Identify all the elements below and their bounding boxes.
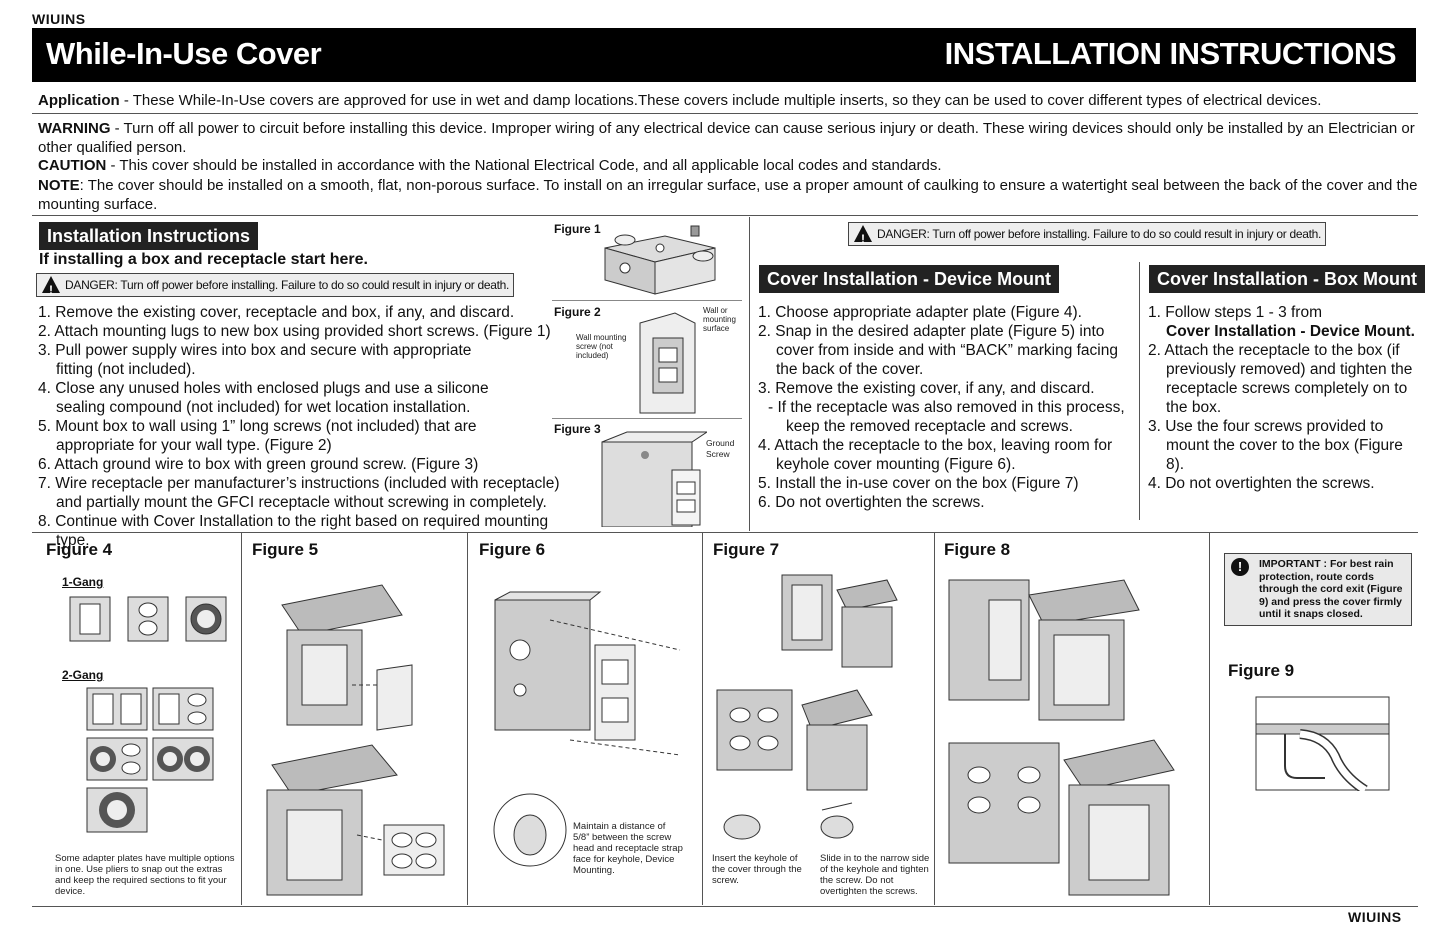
- install-subheading: If installing a box and receptacle start…: [39, 251, 368, 268]
- note-paragraph: NOTE: The cover should be installed on a…: [38, 176, 1418, 214]
- two-gang-label: 2-Gang: [62, 668, 104, 682]
- figure-4-note: Some adapter plates have multiple option…: [55, 853, 235, 897]
- figure-2-wall-mount-illustration: [639, 312, 696, 414]
- caution-text: - This cover should be installed in acco…: [106, 157, 942, 174]
- list-item: 5. Install the in-use cover on the box (…: [758, 475, 1079, 492]
- divider: [552, 300, 742, 301]
- caution-label: CAUTION: [38, 157, 107, 174]
- list-item: 6. Attach ground wire to box with green …: [38, 456, 479, 473]
- box-mount-heading: Cover Installation - Box Mount: [1149, 265, 1426, 293]
- warning-triangle-icon: [854, 225, 872, 250]
- danger-text: DANGER: Turn off power before installing…: [65, 278, 510, 292]
- figure-3-ground-label: Ground Screw: [706, 438, 735, 459]
- divider: [32, 532, 1418, 533]
- brand-logo-bottom: WIUINS: [1348, 909, 1402, 925]
- list-item: 6. Do not overtighten the screws.: [758, 494, 985, 511]
- brand-logo-top: WIUINS: [32, 11, 86, 27]
- figure-3-label: Figure 3: [554, 422, 601, 436]
- divider: [552, 418, 742, 419]
- divider: [702, 533, 703, 905]
- box-step-1-bold: Cover Installation - Device Mount.: [1166, 323, 1415, 340]
- list-item: 4. Attach the receptacle to the box, lea…: [758, 437, 1113, 473]
- divider: [934, 533, 935, 905]
- figure-2-screw-label: Wall mounting screw (not included): [576, 333, 627, 360]
- list-item: 1. Choose appropriate adapter plate (Fig…: [758, 304, 1082, 321]
- figure-6-receptacle-illustration: [493, 591, 681, 867]
- figure-1-label: Figure 1: [554, 222, 601, 236]
- danger-notice: DANGER: Turn off power before installing…: [36, 273, 515, 301]
- figure-2-label: Figure 2: [554, 305, 601, 319]
- divider: [749, 217, 750, 531]
- divider: [32, 906, 1418, 907]
- divider: [1209, 533, 1210, 905]
- list-item: 3. Pull power supply wires into box and …: [38, 342, 472, 378]
- document-title: INSTALLATION INSTRUCTIONS: [944, 36, 1397, 71]
- list-item: 4. Close any unused holes with enclosed …: [38, 380, 489, 416]
- note-text: : The cover should be installed on a smo…: [38, 177, 1418, 213]
- figure-3-ground-illustration: [601, 431, 707, 527]
- list-item: 2. Snap in the desired adapter plate (Fi…: [758, 323, 1118, 378]
- list-item: 7. Wire receptacle per manufacturer’s in…: [38, 475, 560, 511]
- figure-8-label: Figure 8: [944, 540, 1011, 559]
- divider: [467, 533, 468, 905]
- divider: [32, 215, 1418, 216]
- warning-paragraph: WARNING - Turn off all power to circuit …: [38, 119, 1418, 157]
- caution-paragraph: CAUTION - This cover should be installed…: [38, 156, 1418, 175]
- figure-7-label: Figure 7: [713, 540, 780, 559]
- list-item: - If the receptacle was also removed in …: [768, 399, 1125, 435]
- title-bar: While-In-Use Cover INSTALLATION INSTRUCT…: [32, 28, 1416, 82]
- warning-text: - Turn off all power to circuit before i…: [38, 120, 1415, 156]
- figure-9-label: Figure 9: [1228, 661, 1295, 680]
- important-notice: ! IMPORTANT : For best rain protection, …: [1224, 553, 1412, 626]
- note-label: NOTE: [38, 177, 80, 194]
- figure-5-cover-illustration: [266, 584, 445, 896]
- list-item: 2. Attach mounting lugs to new box using…: [38, 323, 551, 340]
- list-item: 8. Continue with Cover Installation to t…: [38, 513, 549, 549]
- divider: [1139, 262, 1140, 520]
- list-item: 3. Remove the existing cover, if any, an…: [758, 380, 1095, 397]
- figure-6-note: Maintain a distance of 5/8” between the …: [573, 821, 683, 876]
- warning-label: WARNING: [38, 120, 111, 137]
- device-mount-heading: Cover Installation - Device Mount: [759, 265, 1060, 293]
- box-step-1-text: 1. Follow steps 1 - 3 from: [1148, 304, 1323, 321]
- divider: [32, 113, 1418, 114]
- figure-4-label: Figure 4: [46, 540, 113, 559]
- danger-notice-top: DANGER: Turn off power before installing…: [848, 222, 1327, 250]
- divider: [241, 533, 242, 905]
- application-label: Application: [38, 92, 120, 109]
- warning-triangle-icon: [42, 276, 60, 301]
- application-paragraph: Application - These While-In-Use covers …: [38, 91, 1418, 110]
- application-text: - These While-In-Use covers are approved…: [119, 92, 1322, 109]
- danger-text: DANGER: Turn off power before installing…: [877, 227, 1322, 241]
- figure-7-note-2: Slide in to the narrow side of the keyho…: [820, 853, 930, 897]
- figure-7-note-1: Insert the keyhole of the cover through …: [712, 853, 802, 886]
- list-item: 1. Remove the existing cover, receptacle…: [38, 304, 515, 321]
- exclamation-icon: !: [1231, 558, 1249, 576]
- list-item: 2. Attach the receptacle to the box (if …: [1148, 342, 1413, 416]
- one-gang-plates-illustration: [69, 596, 227, 642]
- list-item: 3. Use the four screws provided to mount…: [1148, 418, 1403, 473]
- figure-9-cord-exit-illustration: [1255, 696, 1390, 791]
- figure-8-box-mount-illustration: [948, 579, 1175, 896]
- two-gang-plates-illustration: [86, 687, 214, 833]
- install-steps: 1. Remove the existing cover, receptacle…: [38, 303, 573, 550]
- figure-2-wall-label: Wall or mounting surface: [703, 306, 736, 333]
- device-mount-steps: 1. Choose appropriate adapter plate (Fig…: [758, 303, 1133, 512]
- one-gang-label: 1-Gang: [62, 575, 104, 589]
- list-item: 4. Do not overtighten the screws.: [1148, 475, 1375, 492]
- figure-1-box-illustration: [604, 225, 716, 295]
- product-title: While-In-Use Cover: [46, 36, 322, 71]
- figure-7-install-illustration: [716, 574, 898, 840]
- list-item: 5. Mount box to wall using 1” long screw…: [38, 418, 477, 454]
- figure-5-label: Figure 5: [252, 540, 319, 559]
- figure-6-label: Figure 6: [479, 540, 546, 559]
- important-text: IMPORTANT : For best rain protection, ro…: [1259, 558, 1403, 620]
- installation-instructions-heading: Installation Instructions: [39, 222, 259, 250]
